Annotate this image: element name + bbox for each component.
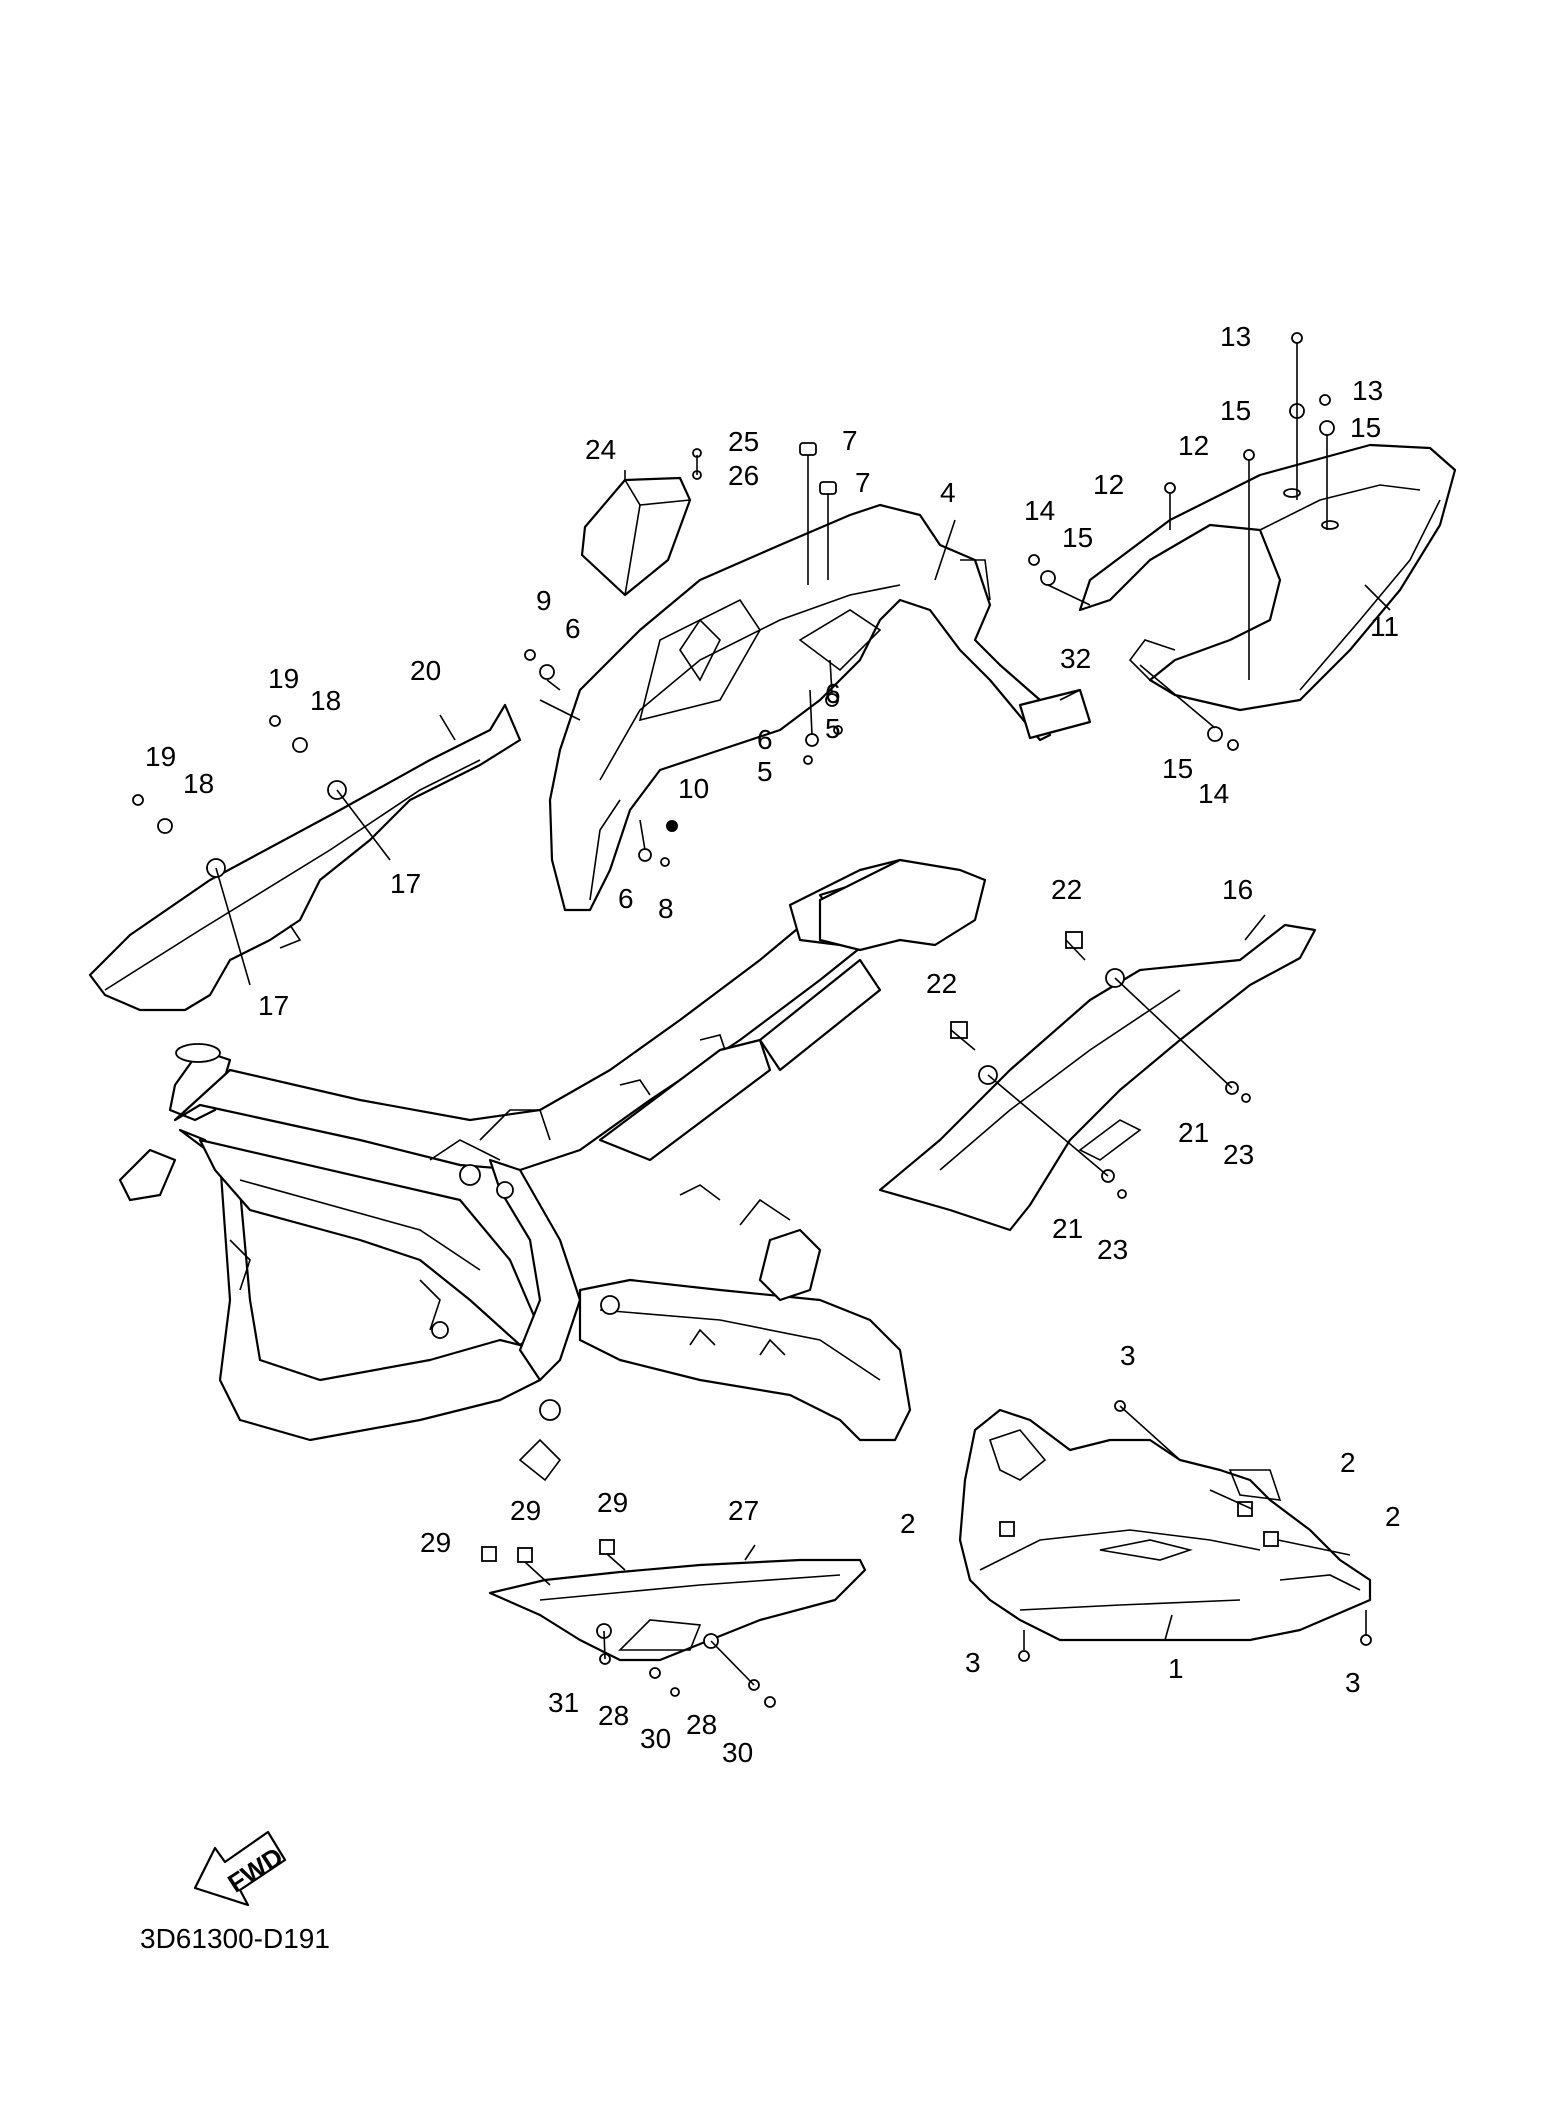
callout-6: 6 [618,883,634,914]
part-20-side-cover [88,703,522,1012]
callout-25: 25 [728,426,759,457]
callout-29: 29 [597,1487,628,1518]
callout-9: 9 [536,585,552,616]
callout-26: 26 [728,460,759,491]
part-4-rear-fender [548,503,1052,912]
callout-15: 15 [1062,522,1093,553]
part-32-plate [1018,688,1092,740]
callout-17: 17 [390,868,421,899]
callout-8: 8 [658,893,674,924]
part-24-cover [580,476,692,597]
callout-19: 19 [145,741,176,772]
callout-23: 23 [1223,1139,1254,1170]
callout-29: 29 [510,1495,541,1526]
callout-6: 6 [825,678,841,709]
callout-31: 31 [548,1687,579,1718]
diagram-code: 3D61300-D191 [140,1923,330,1954]
callout-15: 15 [1220,395,1251,426]
callout-15: 15 [1350,412,1381,443]
callout-19: 19 [268,663,299,694]
callout-2: 2 [1340,1447,1356,1478]
callout-21: 21 [1052,1213,1083,1244]
callout-30: 30 [640,1723,671,1754]
callout-18: 18 [310,685,341,716]
callout-28: 28 [598,1700,629,1731]
callout-13: 13 [1352,375,1383,406]
callout-22: 22 [926,968,957,999]
callout-17: 17 [258,990,289,1021]
callout-4: 4 [940,477,956,508]
callout-2: 2 [900,1508,916,1539]
callout-21: 21 [1178,1117,1209,1148]
callout-7: 7 [842,425,858,456]
callout-20: 20 [410,655,441,686]
callout-3: 3 [1345,1667,1361,1698]
callouts: 1 2 2 2 3 3 3 4 5 5 6 6 6 6 7 7 8 9 10 1… [145,321,1401,1768]
leader-lines [215,343,1391,1686]
callout-6: 6 [565,613,581,644]
callout-30: 30 [722,1737,753,1768]
callout-12: 12 [1178,430,1209,461]
callout-5: 5 [757,756,773,787]
callout-16: 16 [1222,874,1253,905]
part-11-tail-cowl [1078,443,1457,712]
callout-28: 28 [686,1709,717,1740]
callout-12: 12 [1093,469,1124,500]
callout-3: 3 [965,1647,981,1678]
callout-1: 1 [1168,1653,1184,1684]
part-27-chain-guard [488,1558,867,1662]
callout-23: 23 [1097,1234,1128,1265]
callout-2: 2 [1385,1501,1401,1532]
callout-7: 7 [855,467,871,498]
fwd-arrow-icon: FWD [193,1830,288,1907]
callout-32: 32 [1060,643,1091,674]
callout-24: 24 [585,434,616,465]
callout-29: 29 [420,1527,451,1558]
frame [118,858,987,1482]
callout-15: 15 [1162,753,1193,784]
callout-18: 18 [183,768,214,799]
part-1-under-cowl [958,1408,1372,1642]
callout-3: 3 [1120,1340,1136,1371]
callout-10: 10 [678,773,709,804]
callout-11: 11 [1370,611,1399,642]
callout-13: 13 [1220,321,1251,352]
callout-14: 14 [1198,778,1229,809]
part-16-side-cover [878,923,1317,1232]
callout-5: 5 [825,713,841,744]
callout-6: 6 [757,724,773,755]
callout-14: 14 [1024,495,1055,526]
callout-27: 27 [728,1495,759,1526]
callout-22: 22 [1051,874,1082,905]
